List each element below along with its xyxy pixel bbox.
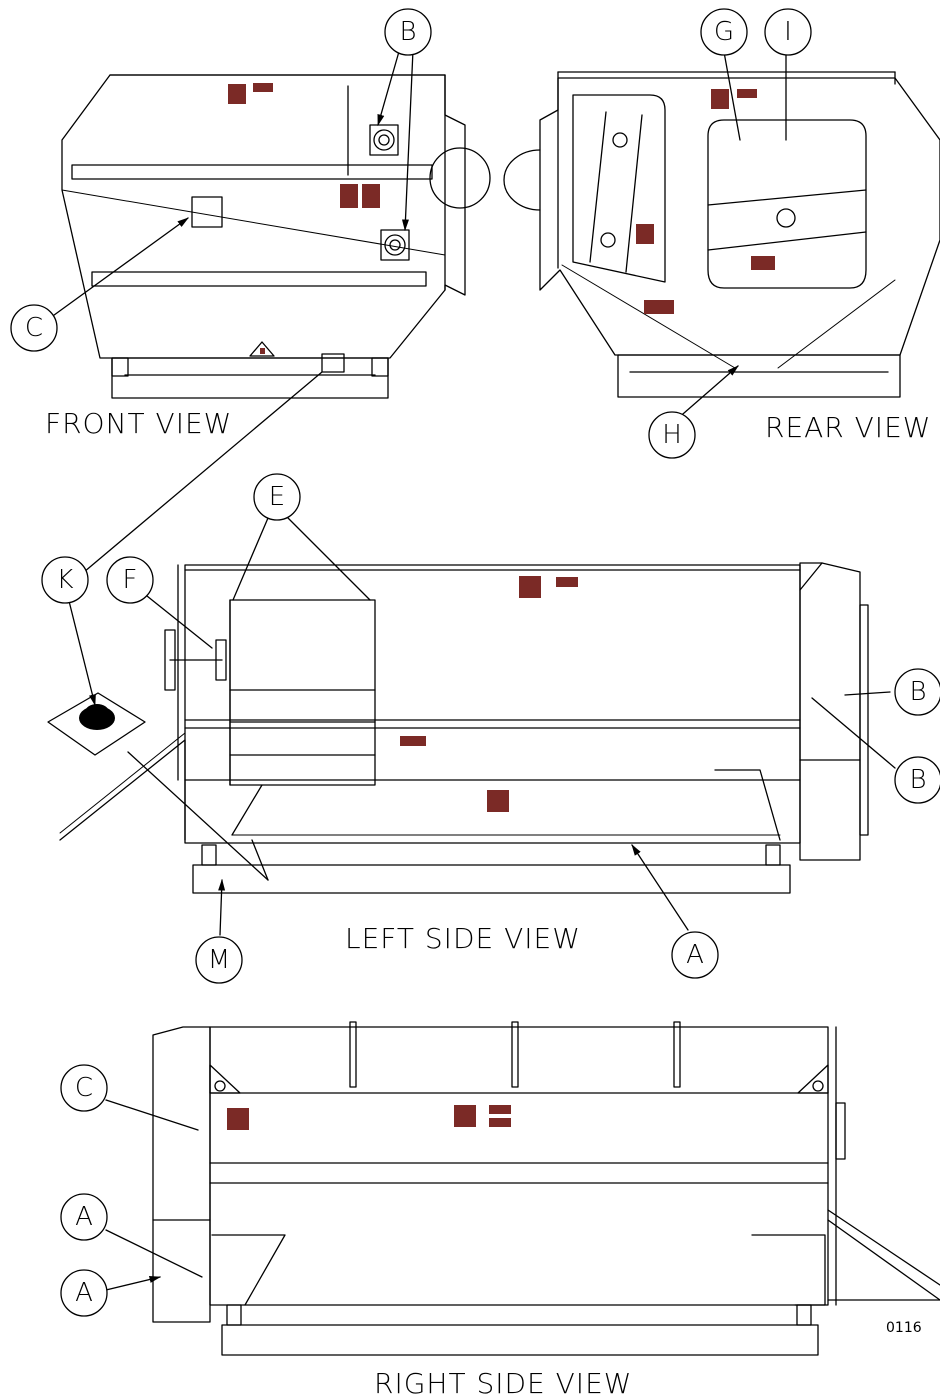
rear-view-title: REAR VIEW [765, 411, 931, 444]
callout-e-left: E [253, 473, 301, 521]
svg-text:F: F [123, 565, 138, 595]
svg-text:E: E [269, 482, 285, 512]
drawing-code: 0116 [886, 1320, 922, 1336]
svg-text:M: M [208, 945, 230, 975]
callout-a-left: A [671, 931, 719, 979]
right-side-view [105, 1021, 940, 1356]
svg-text:B: B [909, 765, 926, 795]
svg-text:B: B [909, 677, 926, 707]
svg-text:G: G [714, 17, 734, 47]
svg-text:C: C [75, 1073, 93, 1103]
svg-text:H: H [662, 420, 682, 450]
callout-b-left-upper: B [894, 668, 940, 716]
callout-k-left: K [41, 556, 89, 604]
callout-a-right-upper: A [60, 1193, 108, 1241]
svg-text:K: K [56, 565, 73, 595]
callout-f-left: F [106, 556, 154, 604]
callout-c-front: C [10, 304, 58, 352]
front-view-title: FRONT VIEW [45, 407, 232, 440]
callout-c-right: C [60, 1064, 108, 1112]
callout-b-front: B [384, 8, 432, 56]
front-view [49, 47, 491, 573]
svg-text:A: A [75, 1202, 93, 1232]
callout-m-left: M [195, 936, 243, 984]
callout-h-rear: H [648, 411, 696, 459]
svg-text:C: C [25, 313, 43, 343]
callout-b-left-lower: B [894, 756, 940, 804]
left-side-view [47, 517, 896, 936]
callout-g-rear: G [700, 8, 748, 56]
svg-text:A: A [75, 1278, 93, 1308]
svg-text:B: B [399, 17, 416, 47]
rear-view [503, 51, 940, 421]
right-side-view-title: RIGHT SIDE VIEW [374, 1367, 632, 1399]
callout-i-rear: I [764, 8, 812, 56]
callout-a-right-lower: A [60, 1269, 108, 1317]
left-side-view-title: LEFT SIDE VIEW [345, 922, 581, 955]
svg-text:I: I [784, 17, 792, 47]
svg-text:A: A [686, 940, 704, 970]
